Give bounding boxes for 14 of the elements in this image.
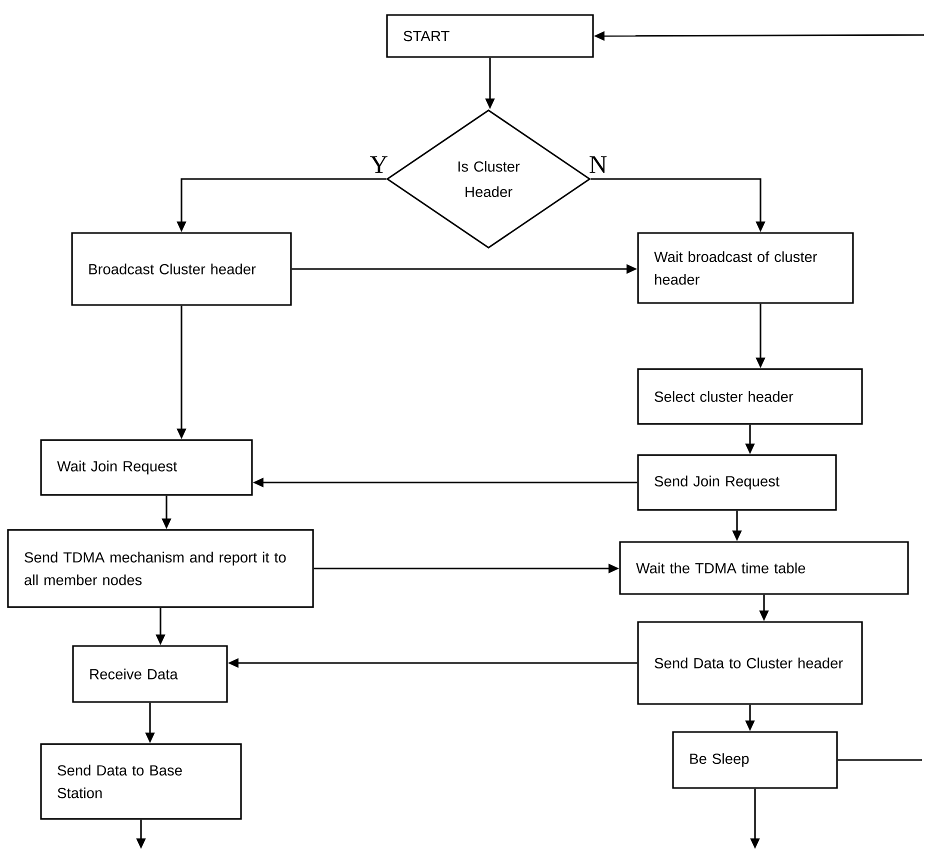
process-box: Wait Join Request	[40, 439, 253, 496]
process-box: Be Sleep	[672, 731, 838, 789]
process-box: Select cluster header	[637, 368, 863, 425]
process-box: START	[386, 14, 594, 58]
process-box: Wait broadcast of cluster header	[637, 232, 854, 304]
edge-label: Y	[370, 156, 388, 173]
process-box: Send Data to Base Station	[40, 743, 242, 820]
process-box: Send Join Request	[637, 454, 837, 511]
edge-label: N	[590, 156, 607, 173]
process-box: Wait the TDMA time table	[619, 541, 909, 595]
process-box: Send TDMA mechanism and report it to all member nodes	[7, 529, 314, 608]
process-box: Receive Data	[72, 645, 228, 703]
process-box: Broadcast Cluster header	[71, 232, 292, 306]
process-box: Send Data to Cluster header	[637, 621, 863, 705]
